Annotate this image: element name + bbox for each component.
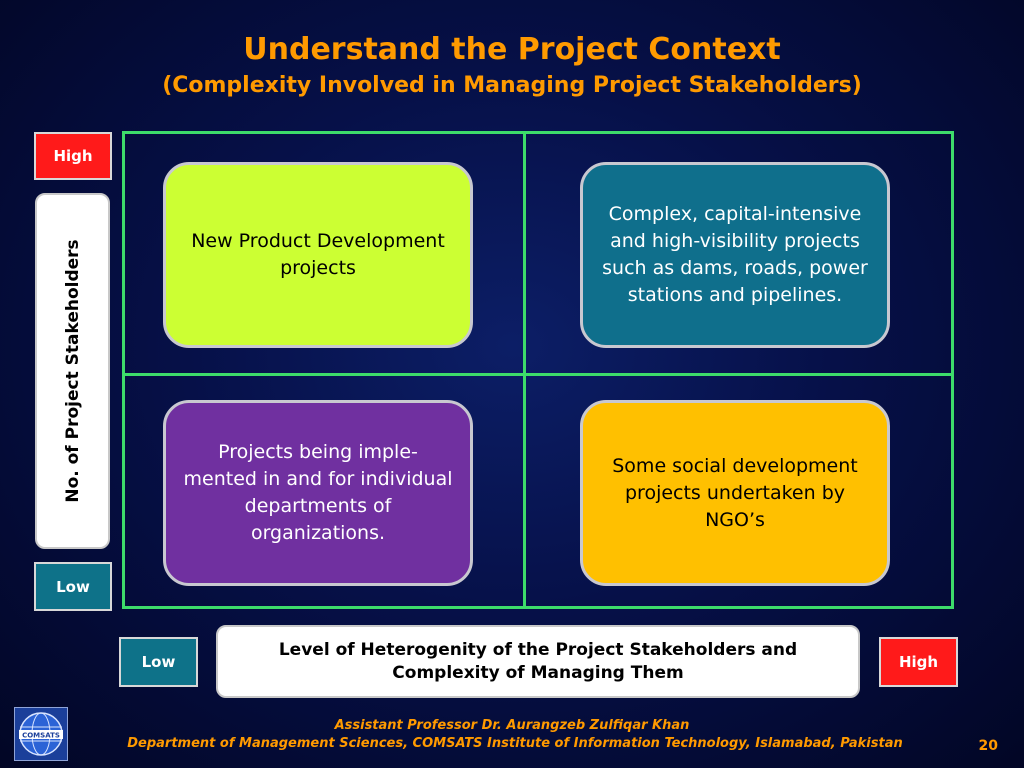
grid-border-top <box>124 131 954 134</box>
quadrant-bottom-right: Some social development projects underta… <box>580 400 890 586</box>
comsats-logo-icon: COMSATS <box>14 707 68 761</box>
slide-subtitle: (Complexity Involved in Managing Project… <box>162 73 862 98</box>
slide-title: Understand the Project Context <box>243 32 781 67</box>
quadrant-bottom-left: Projects being imple-mented in and for i… <box>163 400 473 586</box>
x-axis-label: Level of Heterogenity of the Project Sta… <box>216 625 860 698</box>
quadrant-top-left: New Product Development projects <box>163 162 473 348</box>
y-axis-low-badge: Low <box>34 562 112 611</box>
grid-divider-vertical <box>523 131 526 609</box>
x-axis-low-badge: Low <box>119 637 198 687</box>
grid-border-bottom <box>124 606 954 609</box>
x-axis-high-badge: High <box>879 637 958 687</box>
quadrant-top-right: Complex, capital-intensive and high-visi… <box>580 162 890 348</box>
grid-border-left <box>122 131 125 609</box>
footer-department: Department of Management Sciences, COMSA… <box>127 736 903 751</box>
footer-author: Assistant Professor Dr. Aurangzeb Zulfiq… <box>334 718 690 733</box>
y-axis-label-box: No. of Project Stakeholders <box>35 193 110 549</box>
y-axis-label: No. of Project Stakeholders <box>62 239 83 503</box>
logo-text: COMSATS <box>22 732 60 740</box>
page-number: 20 <box>978 738 998 754</box>
grid-divider-horizontal <box>124 373 954 376</box>
y-axis-high-badge: High <box>34 132 112 180</box>
grid-border-right <box>951 131 954 609</box>
